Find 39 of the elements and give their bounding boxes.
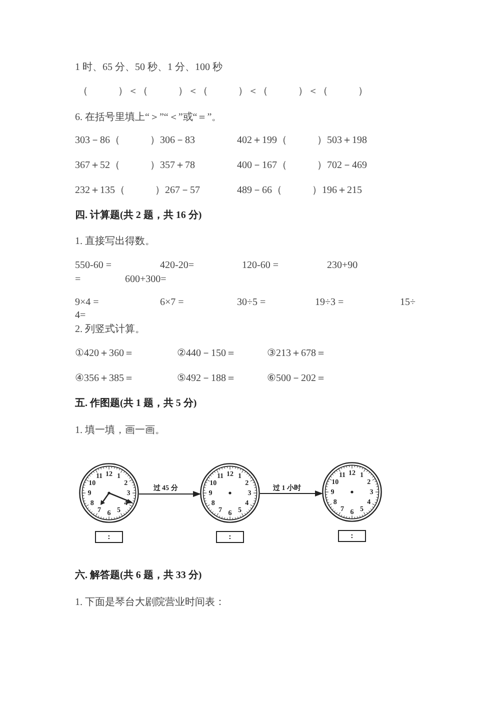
question-text: 232＋135（ ）267－57 xyxy=(75,185,200,197)
question-text: ⑥500－202＝ xyxy=(267,373,326,385)
answer-box: : xyxy=(338,530,366,542)
question-text: ①420＋360＝ xyxy=(75,348,134,360)
question-text: 4= xyxy=(75,310,86,322)
question-text: 120-60 = xyxy=(242,260,278,272)
question-text: 1 时、65 分、50 秒、1 分、100 秒 xyxy=(75,62,222,74)
question-text: 9×4 = xyxy=(75,297,99,309)
answer-box: : xyxy=(216,531,244,543)
question-text: 420-20= xyxy=(160,260,194,272)
section-heading: 四. 计算题(共 2 题，共 16 分) xyxy=(75,210,202,222)
question-text: 489－66（ ）196＋215 xyxy=(237,185,362,197)
question-text: ②440－150＝ xyxy=(177,348,236,360)
question-text: 230+90 xyxy=(327,260,358,272)
question-text: ③213＋678＝ xyxy=(267,348,326,360)
question-text: ⑤492－188＝ xyxy=(177,373,236,385)
question-text: 30÷5 = xyxy=(237,297,266,309)
arrow xyxy=(260,490,323,496)
question-text: 6. 在括号里填上“＞”“＜”或“＝”。 xyxy=(75,112,222,124)
question-text: 367＋52（ ）357＋78 xyxy=(75,160,195,172)
question-text: = xyxy=(75,274,81,286)
question-text: 19÷3 = xyxy=(315,297,344,309)
question-text: 2. 列竖式计算。 xyxy=(75,324,145,336)
question-text: 1. 直接写出得数。 xyxy=(75,236,155,248)
section-heading: 五. 作图题(共 1 题，共 5 分) xyxy=(75,398,197,410)
question-text: 15÷ xyxy=(400,297,416,309)
question-text: ④356＋385＝ xyxy=(75,373,134,385)
question-text: 1. 填一填，画一画。 xyxy=(75,425,165,437)
arrow xyxy=(138,491,201,497)
question-text: （ ）＜（ ）＜（ ）＜（ ）＜（ ） xyxy=(78,86,368,98)
question-text: 303－86（ ）306－83 xyxy=(75,135,195,147)
question-text: 400－167（ ）702－469 xyxy=(237,160,367,172)
question-text: 6×7 = xyxy=(160,297,184,309)
answer-box: : xyxy=(95,531,123,543)
section-heading: 六. 解答题(共 6 题，共 33 分) xyxy=(75,570,202,582)
question-text: 1. 下面是琴台大剧院营业时间表： xyxy=(75,597,225,609)
question-text: 600+300= xyxy=(125,274,166,286)
question-text: 402＋199（ ）503＋198 xyxy=(237,135,367,147)
question-text: 550-60 = xyxy=(75,260,112,272)
